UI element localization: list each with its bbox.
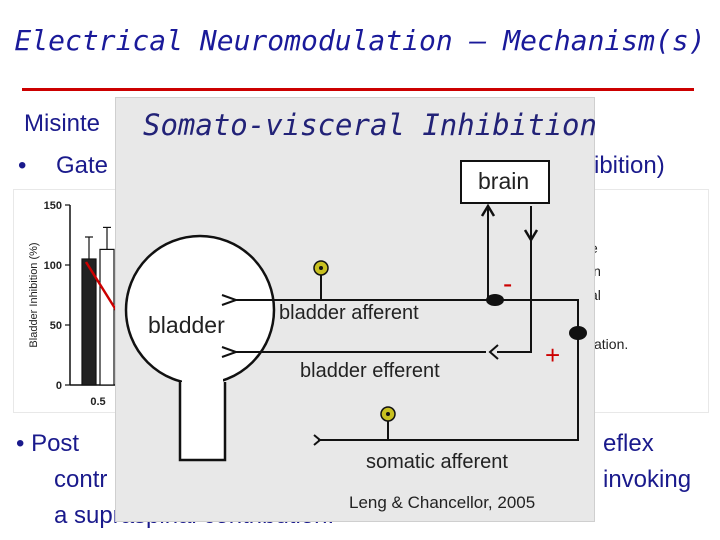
overlay-title: Somato-visceral Inhibition	[143, 108, 597, 142]
urethra-join	[182, 376, 223, 388]
bladder-afferent-arrow	[221, 294, 239, 306]
bladder-label: bladder	[148, 312, 225, 338]
inhibition-line	[498, 299, 579, 332]
text-gate: Gate	[56, 152, 109, 179]
bullet-1: •	[18, 152, 27, 179]
chart-side-text-3: al	[590, 287, 601, 303]
bladder-efferent-label: bladder efferent	[300, 360, 440, 382]
text-contr: contr	[54, 466, 108, 493]
bladder-circle	[124, 234, 276, 386]
efferent-junction-arrow	[488, 344, 499, 360]
chart-side-text-4: ation.	[594, 336, 629, 352]
y-tick-label: 0	[56, 380, 62, 392]
y-tick-label: 50	[50, 320, 62, 332]
chart-side-text-2: in	[590, 263, 601, 279]
y-tick-label: 150	[44, 200, 62, 212]
descending-line	[497, 206, 532, 353]
slide-title: Electrical Neuromodulation – Mechanism(s…	[14, 24, 706, 57]
somatic-afferent-line	[318, 332, 579, 441]
text-misinte: Misinte	[24, 110, 101, 137]
y-axis-label: Bladder Inhibition (%)	[28, 242, 40, 347]
text-inhibition: ibition)	[594, 152, 665, 179]
plus-sign: +	[545, 340, 561, 370]
text-eflex: eflex	[603, 430, 654, 457]
somatic-afferent-label: somatic afferent	[366, 451, 508, 473]
somatic-afferent-arrow	[313, 434, 322, 446]
inhibitory-synapse	[486, 294, 504, 306]
y-tick-label: 100	[44, 260, 62, 272]
text-invoking: invoking	[603, 466, 692, 493]
bladder-afferent-label: bladder afferent	[279, 302, 419, 324]
brain-box	[460, 160, 550, 204]
descending-arrow	[523, 229, 539, 243]
interneuron-node	[569, 326, 587, 340]
title-underline	[22, 88, 694, 91]
urethra	[178, 382, 227, 462]
text-post: • Post	[16, 430, 80, 457]
ascending-arrow	[480, 203, 496, 217]
citation: Leng & Chancellor, 2005	[349, 493, 536, 512]
red-trend-line	[84, 261, 118, 311]
bladder-efferent-arrow	[221, 346, 239, 358]
minus-sign: -	[503, 268, 513, 299]
brain-label: brain	[478, 168, 530, 194]
category-label: 0.5	[90, 396, 105, 408]
